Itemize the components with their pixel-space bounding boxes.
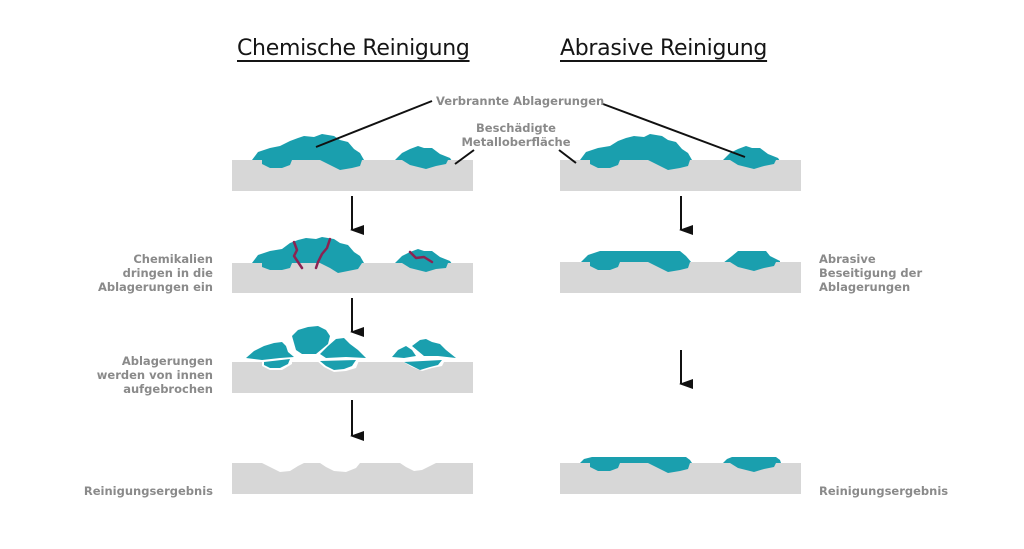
abrasive-result-label: Reinigungsergebnis <box>819 484 948 498</box>
label-line: dringen in die <box>122 266 213 280</box>
deposit-large-ground <box>580 251 692 263</box>
callout-line-deposits-left <box>315 100 433 148</box>
deposit-small-ground <box>723 251 780 263</box>
fragment <box>246 342 294 360</box>
label-line: Chemikalien <box>133 252 213 266</box>
crack <box>408 250 434 264</box>
chemical-row-3 <box>232 326 473 393</box>
label-line: aufgebrochen <box>123 382 213 396</box>
damaged-surface-line2: Metalloberfläche <box>461 135 571 149</box>
fragment <box>412 339 456 358</box>
deposit-small-flush <box>723 457 781 463</box>
damaged-surface-label: Beschädigte Metalloberfläche <box>456 121 576 149</box>
abrasive-row-2 <box>560 251 801 293</box>
label-line: Reinigungsergebnis <box>819 484 949 498</box>
deposit-embedded <box>590 463 776 473</box>
callout-line-surface-left <box>454 149 475 165</box>
label-line: Abrasive <box>819 252 876 266</box>
deposit-large-embedded <box>262 160 362 170</box>
deposit-small-embedded <box>402 160 448 169</box>
metal-surface-pitted <box>232 463 473 494</box>
abrasive-row-4 <box>560 457 801 494</box>
callout-line-surface-right <box>558 149 577 164</box>
abrasive-cleaning-title: Abrasive Reinigung <box>560 36 768 61</box>
damaged-surface-line1: Beschädigte <box>476 121 556 135</box>
chemical-cleaning-title: Chemische Reinigung <box>237 36 470 61</box>
fragment <box>320 338 366 358</box>
burnt-deposits-label: Verbrannte Ablagerungen <box>436 94 605 108</box>
chemical-row-2 <box>232 237 473 293</box>
deposit-embedded <box>262 263 448 273</box>
deposit-embedded <box>590 160 776 170</box>
callout-line-deposits-right <box>602 103 746 158</box>
label-line: Ablagerungen ein <box>97 280 213 294</box>
label-line: Ablagerungen <box>819 280 911 294</box>
fragment <box>320 360 356 370</box>
fragment <box>392 346 416 358</box>
crack <box>314 237 332 270</box>
label-line: Reinigungsergebnis <box>83 484 213 498</box>
chemical-step-1-label: Chemikalien dringen in die Ablagerungen … <box>80 252 213 294</box>
chemical-row-1 <box>232 134 473 191</box>
fragment <box>292 326 330 354</box>
fragment <box>264 359 290 368</box>
label-line: Beseitigung der <box>819 266 923 280</box>
abrasive-row-1 <box>560 134 801 191</box>
chemical-result-label: Reinigungsergebnis <box>60 484 213 498</box>
abrasive-step-1-label: Abrasive Beseitigung der Ablagerungen <box>819 252 922 294</box>
label-line: werden von innen <box>96 368 213 382</box>
deposit-large-flush <box>580 457 692 463</box>
chemical-row-4 <box>232 463 473 494</box>
deposit-embedded <box>590 262 776 272</box>
label-line: Ablagerungen <box>121 354 213 368</box>
chemical-step-2-label: Ablagerungen werden von innen aufgebroch… <box>80 354 213 396</box>
fragment <box>404 360 442 370</box>
crack <box>292 240 304 270</box>
